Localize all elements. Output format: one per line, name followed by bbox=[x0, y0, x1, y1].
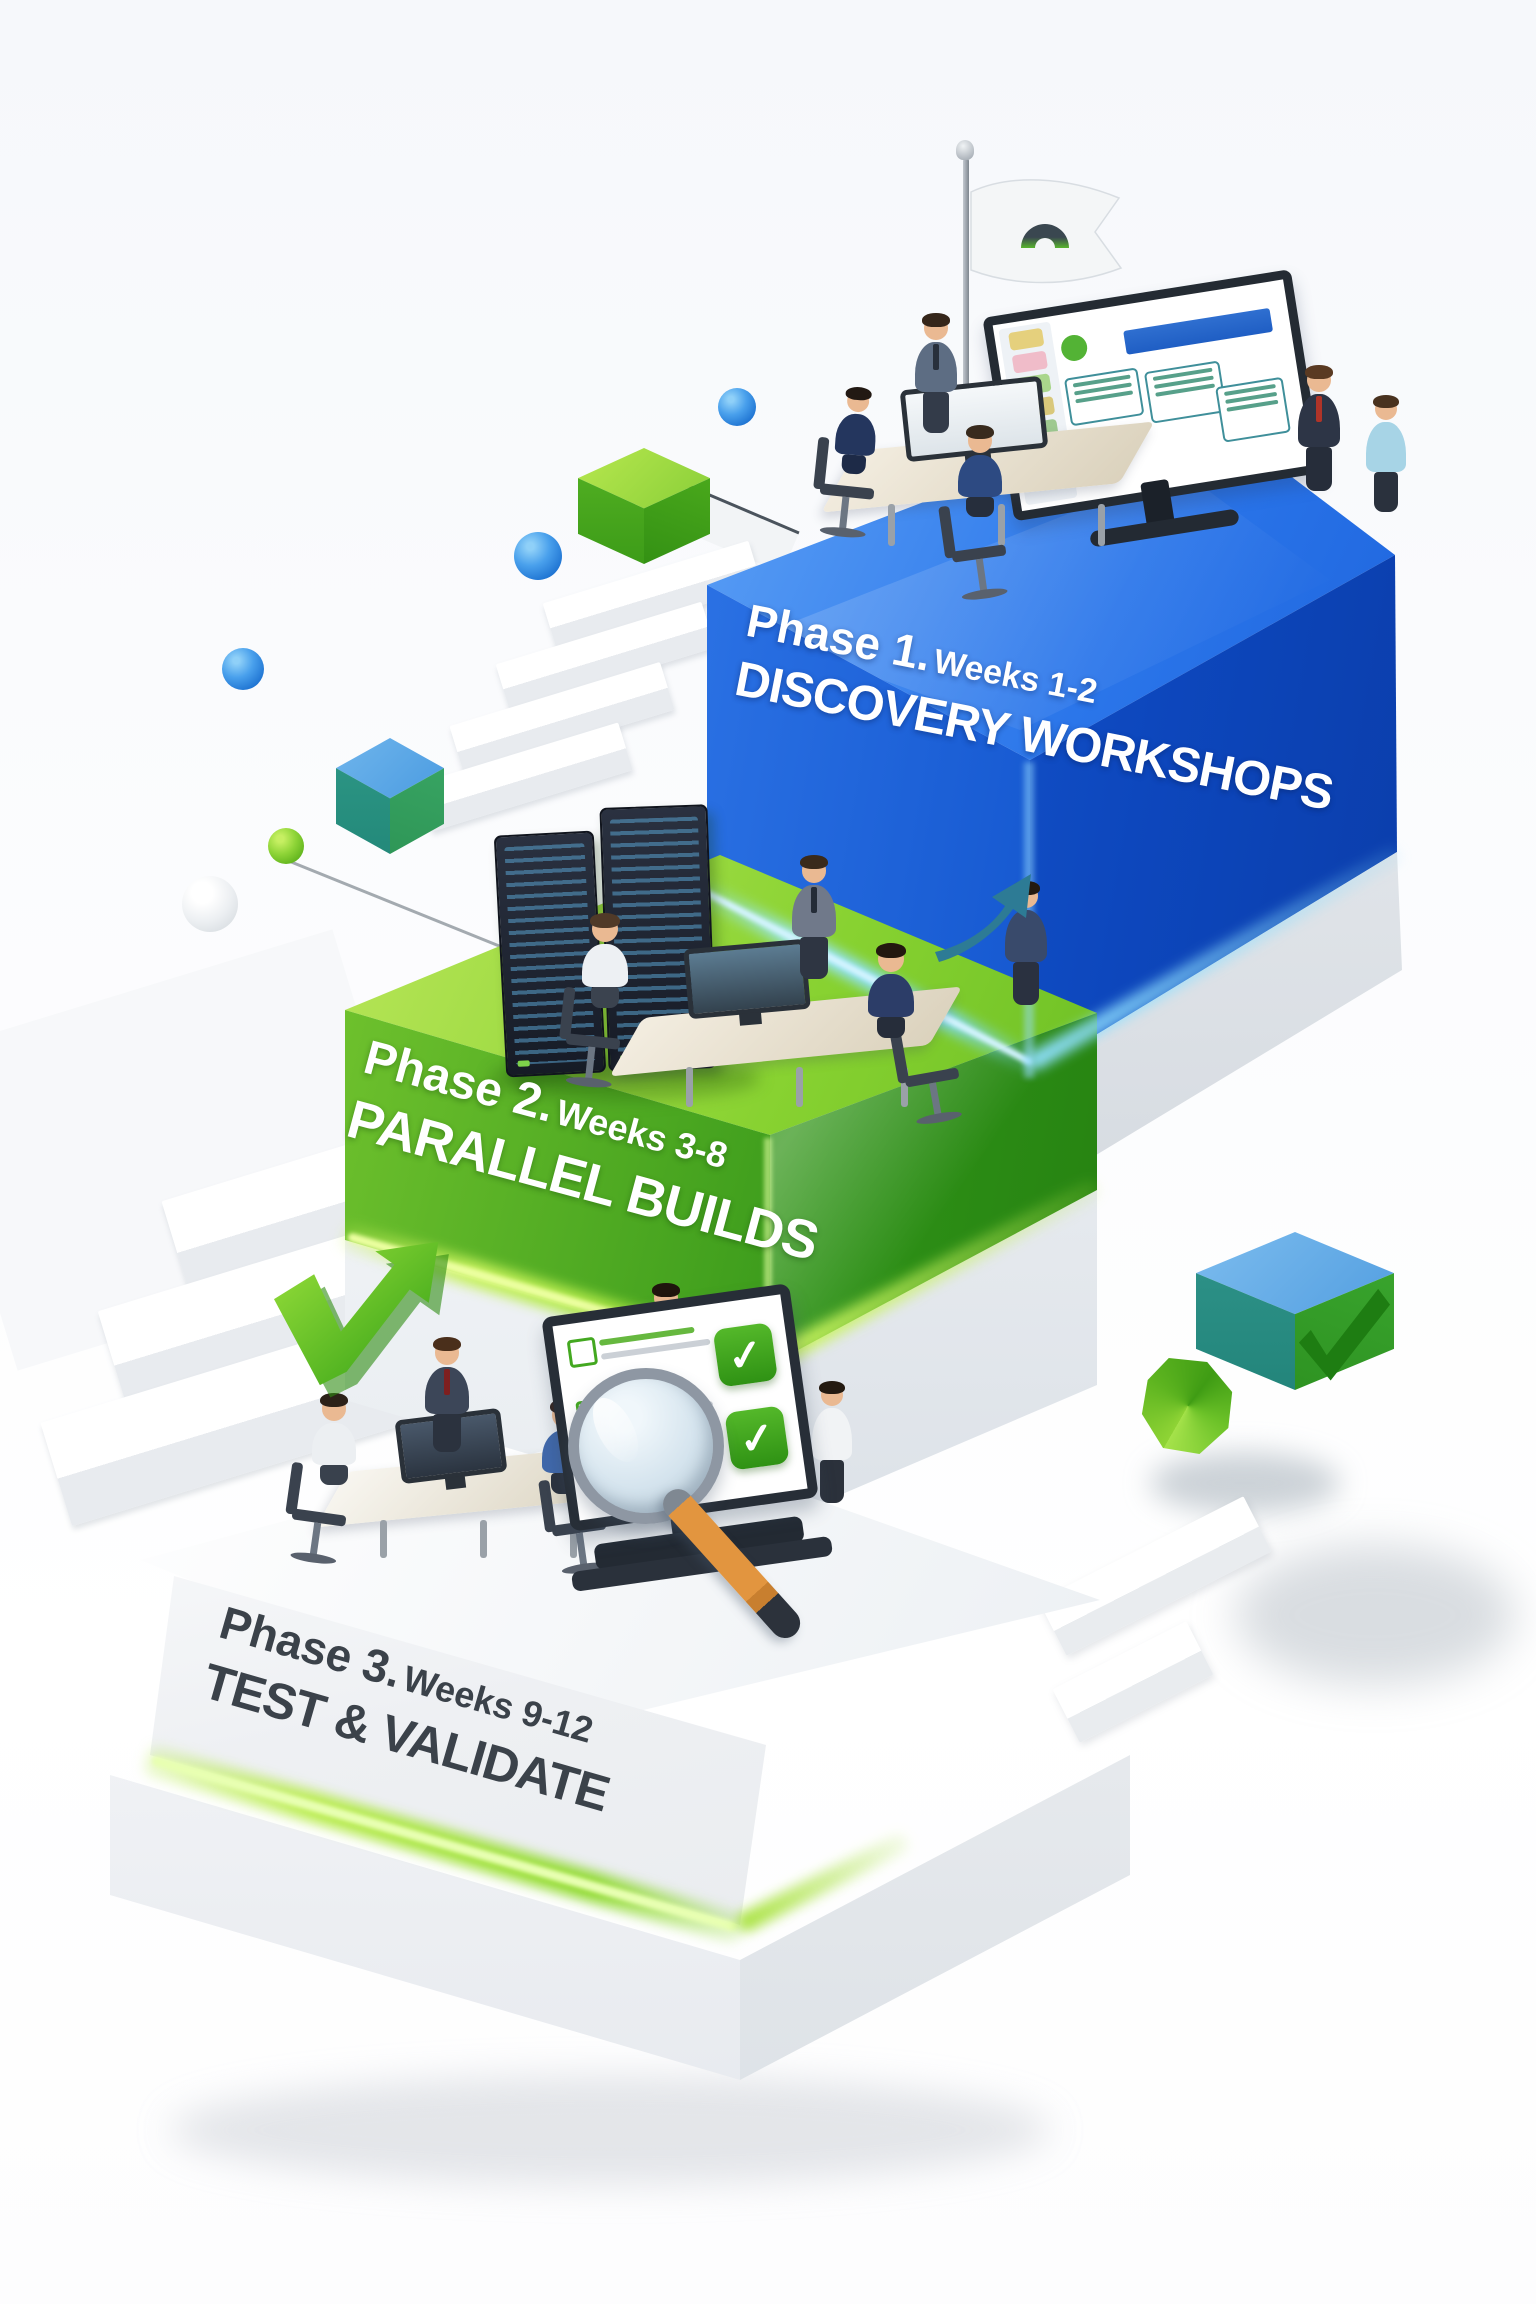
curved-arrow-icon bbox=[935, 874, 1031, 962]
person-stakeholder bbox=[1366, 395, 1406, 513]
flagpole bbox=[963, 158, 969, 494]
person-engineer-standing bbox=[1005, 881, 1047, 1006]
slide-sketch bbox=[1143, 360, 1228, 424]
person-developer-seated bbox=[582, 912, 628, 1009]
green-cube-decoration bbox=[578, 448, 710, 564]
blue-sphere-decoration bbox=[222, 648, 264, 690]
app-chip-icon bbox=[1011, 350, 1049, 374]
slide-sketch bbox=[1215, 376, 1292, 443]
person-reviewer-pointing bbox=[812, 1381, 852, 1503]
base-floor-shadow bbox=[170, 2075, 1050, 2185]
flagpole-cap bbox=[956, 140, 974, 160]
checkmark-cube-decoration bbox=[1196, 1232, 1394, 1390]
phase-2-corner-highlight bbox=[764, 1138, 772, 1366]
checkbox-outline-icon bbox=[566, 1336, 599, 1369]
person-architect-standing bbox=[792, 855, 836, 979]
slide-title-bar bbox=[1123, 307, 1274, 355]
green-sphere-decoration bbox=[268, 828, 304, 864]
person-presenter bbox=[1298, 365, 1340, 491]
conference-table bbox=[821, 421, 1155, 546]
person-standing-consultant bbox=[915, 313, 957, 433]
dev-table bbox=[609, 986, 963, 1107]
person-seated-back bbox=[958, 425, 1002, 517]
magnifier-glass-icon bbox=[568, 1368, 724, 1524]
person-tester-seated bbox=[312, 1393, 356, 1485]
check-growth-arrow-icon bbox=[274, 1241, 449, 1398]
green-check-icon: ✓ bbox=[712, 1322, 779, 1388]
blue-sphere-decoration bbox=[718, 388, 756, 426]
person-manager bbox=[425, 1337, 469, 1452]
blue-sphere-decoration bbox=[514, 532, 562, 580]
green-polyhedron-decoration bbox=[1141, 1358, 1233, 1454]
slide-sketch bbox=[1063, 367, 1145, 427]
arch-logo-icon bbox=[1021, 224, 1069, 248]
blue-green-cube-decoration bbox=[336, 738, 444, 854]
green-check-icon: ✓ bbox=[724, 1405, 790, 1471]
review-table bbox=[315, 1444, 625, 1558]
ambient-shadow bbox=[1235, 1545, 1515, 1685]
white-sphere-decoration bbox=[182, 876, 238, 932]
slide-green-blob bbox=[1059, 333, 1090, 363]
person-developer-back bbox=[868, 942, 914, 1039]
app-chip-icon bbox=[1008, 327, 1045, 351]
person-seated-analyst bbox=[833, 389, 879, 475]
milestone-flag-icon bbox=[970, 179, 1123, 284]
